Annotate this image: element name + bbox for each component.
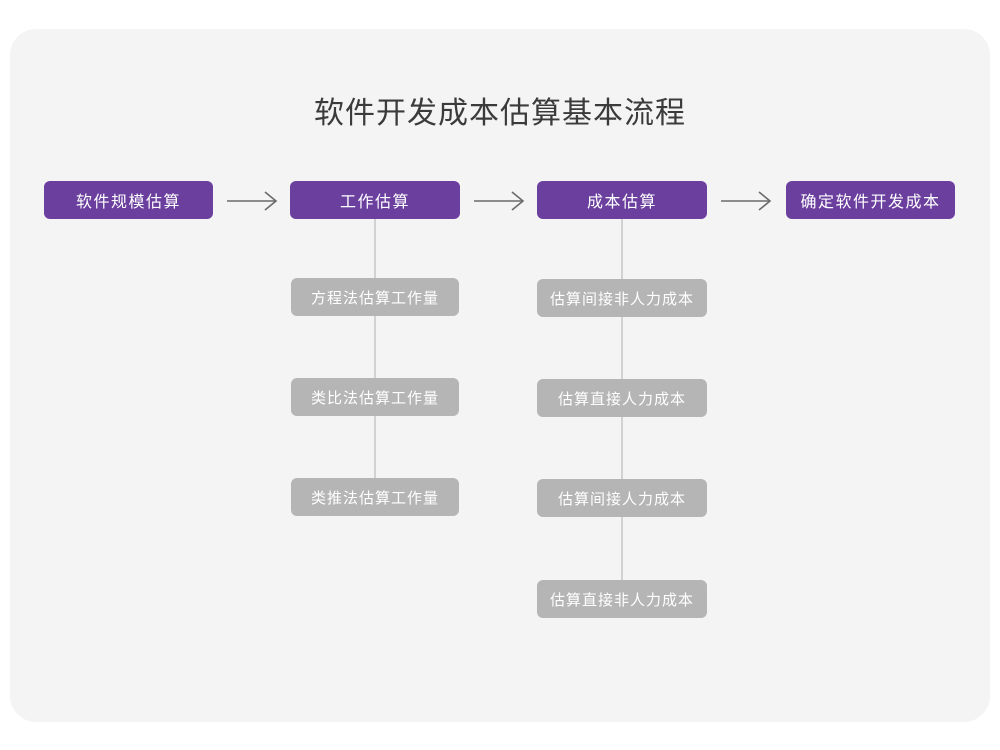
substep-node-direct-nonlabor-cost[interactable]: 估算直接非人力成本 xyxy=(537,580,707,618)
connector-line-stage2 xyxy=(374,219,376,497)
page-title: 软件开发成本估算基本流程 xyxy=(314,97,686,130)
flow-arrow-2 xyxy=(472,186,532,216)
stage-node-software-scale-estimation[interactable]: 软件规模估算 xyxy=(44,181,213,219)
flow-arrow-3 xyxy=(719,186,779,216)
substep-node-analogy-method-effort[interactable]: 类比法估算工作量 xyxy=(291,378,459,416)
substep-node-indirect-nonlabor-cost[interactable]: 估算间接非人力成本 xyxy=(537,279,707,317)
diagram-card xyxy=(10,29,990,722)
substep-node-indirect-labor-cost[interactable]: 估算间接人力成本 xyxy=(537,479,707,517)
substep-node-inference-method-effort[interactable]: 类推法估算工作量 xyxy=(291,478,459,516)
stage-node-determine-development-cost[interactable]: 确定软件开发成本 xyxy=(786,181,955,219)
substep-node-direct-labor-cost[interactable]: 估算直接人力成本 xyxy=(537,379,707,417)
stage-node-effort-estimation[interactable]: 工作估算 xyxy=(290,181,460,219)
stage-node-cost-estimation[interactable]: 成本估算 xyxy=(537,181,707,219)
flow-arrow-1 xyxy=(225,186,285,216)
substep-node-equation-method-effort[interactable]: 方程法估算工作量 xyxy=(291,278,459,316)
